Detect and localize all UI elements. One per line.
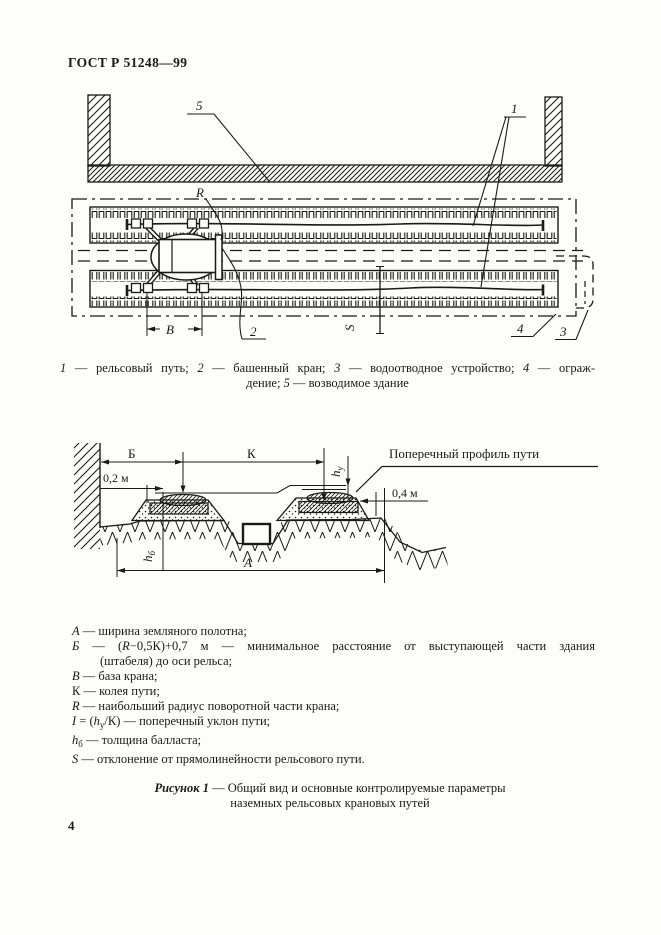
callout-crane: 2 — [221, 247, 266, 340]
legend-line: В — база крана; — [72, 669, 158, 683]
dimension-hy: hу — [328, 456, 351, 497]
svg-text:5: 5 — [196, 98, 203, 113]
legend-line: К — колея пути; — [72, 684, 160, 698]
legend-line: Б — (R−0,5К)+0,7 м — минимальное расстоя… — [72, 639, 595, 653]
rail-bed-top — [89, 206, 559, 244]
section-title: Поперечный профиль пути — [355, 446, 598, 493]
rail-assemblies — [149, 491, 359, 515]
svg-text:0,4 м: 0,4 м — [392, 486, 418, 500]
svg-text:Поперечный профиль пути: Поперечный профиль пути — [389, 446, 539, 461]
drainage-device-outline — [556, 255, 594, 309]
svg-text:А: А — [243, 555, 252, 570]
ground — [99, 517, 448, 571]
plan-caption-line2: дение; 5 — возводимое здание — [246, 376, 409, 390]
dimension-crane-base: В — [146, 293, 203, 337]
callout-drainage: 3 — [555, 309, 589, 341]
legend-line: (штабеля) до оси рельса; — [100, 654, 233, 668]
callout-fence: 4 — [511, 313, 557, 338]
label-straightness-deviation: S — [342, 266, 384, 334]
legend-line: hб — толщина балласта; — [72, 733, 202, 749]
legend-line: R — наибольший радиус поворотной части к… — [72, 699, 340, 713]
callout-building: 5 — [187, 98, 270, 182]
dimension-hb: hб — [140, 492, 169, 570]
label-radius: R — [195, 185, 223, 241]
building-wall — [74, 443, 101, 549]
dimension-k: К — [183, 446, 324, 465]
rail-bed-bottom — [89, 269, 559, 308]
svg-text:R: R — [195, 185, 204, 200]
svg-text:1: 1 — [511, 101, 518, 116]
svg-text:3: 3 — [559, 324, 567, 339]
standard-designation: ГОСТ Р 51248—99 — [68, 55, 188, 70]
svg-text:4: 4 — [517, 321, 524, 336]
legend-line: S — отклонение от прямолинейности рельсо… — [72, 752, 365, 766]
plan-caption: 1 — рельсовый путь; 2 — башенный кран; 3… — [60, 361, 595, 391]
tower-crane — [130, 218, 223, 294]
svg-text:Б: Б — [128, 446, 135, 461]
dimension-b: Б — [101, 446, 183, 465]
svg-text:2: 2 — [250, 324, 257, 339]
fence-outline — [71, 198, 577, 317]
cross-section-drawing: Б К hу 0,2 м 0,4 м — [74, 443, 598, 583]
figure-caption: Рисунок 1 — Общий вид и основные контрол… — [60, 781, 600, 811]
svg-text:0,2 м: 0,2 м — [103, 471, 129, 485]
callout-rail-track: 1 — [472, 101, 526, 288]
drainage-channel — [241, 522, 272, 546]
rail-axes — [180, 448, 327, 501]
dimension-0-4m: 0,4 м — [360, 486, 428, 583]
dimension-a: А — [116, 538, 384, 577]
crane-wheels — [130, 218, 210, 294]
figure-caption-line2: наземных рельсовых крановых путей — [230, 796, 430, 810]
page-number: 4 — [68, 818, 75, 833]
legend-line: I = (hу/К) — поперечный уклон пути; — [72, 714, 271, 730]
building-under-construction — [87, 94, 563, 183]
svg-text:К: К — [247, 446, 256, 461]
dimension-0-2m: 0,2 м — [100, 471, 163, 503]
plan-view-drawing: 5 1 R 2 В — [71, 94, 594, 341]
legend: А — ширина земляного полотна;Б — (R−0,5К… — [72, 624, 595, 767]
svg-text:В: В — [166, 322, 174, 337]
svg-text:hб: hб — [140, 551, 157, 563]
svg-text:S: S — [342, 324, 357, 331]
plan-caption-line1: 1 — рельсовый путь; 2 — башенный кран; 3… — [60, 361, 595, 375]
figure-caption-line1: Рисунок 1 — Общий вид и основные контрол… — [154, 781, 506, 795]
legend-line: А — ширина земляного полотна; — [72, 624, 247, 638]
svg-text:hу: hу — [328, 467, 345, 478]
